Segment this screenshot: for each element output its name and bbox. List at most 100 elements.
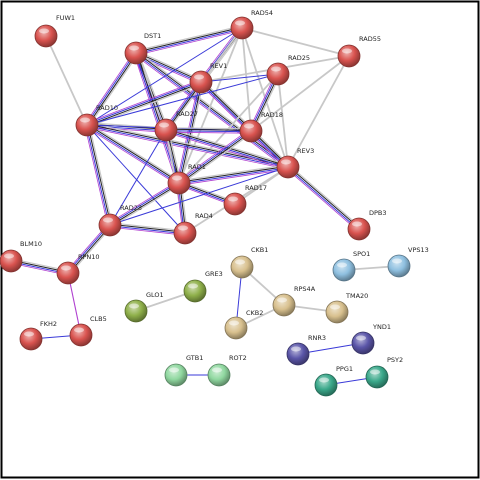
node-highlight xyxy=(24,331,34,337)
edge-rad55-rev3 xyxy=(287,55,350,168)
node-highlight xyxy=(194,74,204,80)
node-circle[interactable] xyxy=(207,363,231,387)
node-circle[interactable] xyxy=(189,70,213,94)
node-circle[interactable] xyxy=(0,249,23,273)
node-circle[interactable] xyxy=(223,192,247,216)
node-circle[interactable] xyxy=(239,119,263,143)
node-circle[interactable] xyxy=(276,155,300,179)
edge-rad1-rev3-strand-2 xyxy=(179,167,289,185)
node-ckb2[interactable]: CKB2 xyxy=(224,309,263,340)
edge-rad18-rad1-strand-1 xyxy=(179,131,252,185)
node-circle[interactable] xyxy=(167,171,191,195)
node-clb5[interactable]: CLB5 xyxy=(69,315,107,347)
node-circle[interactable] xyxy=(98,213,122,237)
node-highlight xyxy=(235,20,245,26)
node-label: YND1 xyxy=(372,323,391,331)
node-ppg1[interactable]: PPG1 xyxy=(314,365,353,397)
node-circle[interactable] xyxy=(34,24,58,48)
node-rad10[interactable]: RAD10 xyxy=(75,104,118,137)
node-circle[interactable] xyxy=(351,331,375,355)
node-rad18[interactable]: RAD18 xyxy=(239,111,283,143)
node-rad1[interactable]: RAD1 xyxy=(167,163,206,195)
node-rot2[interactable]: ROT2 xyxy=(207,354,247,387)
edge-rad27-rad18-strand-0 xyxy=(166,127,252,130)
node-circle[interactable] xyxy=(124,299,148,323)
node-rad25[interactable]: RAD25 xyxy=(266,54,310,86)
node-circle[interactable] xyxy=(337,44,361,68)
edge-dst1-rad10-strand-0 xyxy=(88,53,139,127)
node-rps4a[interactable]: RPS4A xyxy=(272,285,316,317)
node-rad17[interactable]: RAD17 xyxy=(223,184,267,216)
node-circle[interactable] xyxy=(266,62,290,86)
edge-rad10-rad23-strand-1 xyxy=(87,124,112,225)
node-rev3[interactable]: REV3 xyxy=(276,147,314,179)
node-glo1[interactable]: GLO1 xyxy=(124,291,164,323)
node-vps13[interactable]: VPS13 xyxy=(387,246,429,278)
node-rpn10[interactable]: RPN10 xyxy=(56,253,100,285)
node-gtb1[interactable]: GTB1 xyxy=(164,354,203,387)
node-circle[interactable] xyxy=(164,363,188,387)
node-tma20[interactable]: TMA20 xyxy=(325,292,368,324)
node-circle[interactable] xyxy=(332,258,356,282)
edge-rad10-rad23-strand-0 xyxy=(88,124,113,225)
edge-rad23-rad4-strand-1 xyxy=(110,223,186,233)
edge-rad54-rev1-strand-3 xyxy=(198,26,241,81)
edge-rad54-rad18 xyxy=(241,27,252,132)
node-label: RAD10 xyxy=(96,104,118,112)
node-psy2[interactable]: PSY2 xyxy=(365,356,403,389)
node-fuw1[interactable]: FUW1 xyxy=(34,14,75,48)
edge-rad55-rad18 xyxy=(250,55,350,132)
node-label: DST1 xyxy=(144,32,161,40)
edge-rad18-rad1-strand-2 xyxy=(178,129,251,183)
node-circle[interactable] xyxy=(230,16,254,40)
node-circle[interactable] xyxy=(230,255,254,279)
edge-rad23-rad4-strand-0 xyxy=(110,222,186,232)
node-label: CKB2 xyxy=(246,309,263,317)
edge-rev1-rad1-strand-0 xyxy=(180,82,204,184)
edge-dst1-rad54-strand-0 xyxy=(135,25,242,52)
edge-rad1-rev3-strand-0 xyxy=(178,164,288,182)
node-ynd1[interactable]: YND1 xyxy=(351,323,391,355)
edge-rev1-rad10-strand-3 xyxy=(86,79,201,124)
node-circle[interactable] xyxy=(173,221,197,245)
node-dst1[interactable]: DST1 xyxy=(124,32,161,65)
edge-dst1-rad54-strand-2 xyxy=(136,28,243,55)
edge-fuw1-rad10 xyxy=(45,35,88,126)
node-blm10[interactable]: BLM10 xyxy=(0,240,42,273)
node-spo1[interactable]: SPO1 xyxy=(332,250,370,282)
node-circle[interactable] xyxy=(224,316,248,340)
node-circle[interactable] xyxy=(325,300,349,324)
node-rad54[interactable]: RAD54 xyxy=(230,9,273,40)
node-circle[interactable] xyxy=(347,217,371,241)
node-circle[interactable] xyxy=(56,261,80,285)
edge-rad18-rad1-strand-0 xyxy=(179,132,253,186)
node-circle[interactable] xyxy=(387,254,411,278)
node-circle[interactable] xyxy=(75,113,99,137)
node-rnr3[interactable]: RNR3 xyxy=(286,334,326,366)
node-fkh2[interactable]: FKH2 xyxy=(19,320,57,351)
node-ckb1[interactable]: CKB1 xyxy=(230,246,268,279)
node-rev1[interactable]: REV1 xyxy=(189,62,227,94)
edge-rad23-rad4-strand-3 xyxy=(109,226,185,236)
node-circle[interactable] xyxy=(69,323,93,347)
edge-dst1-rad27-strand-3 xyxy=(133,53,165,131)
node-circle[interactable] xyxy=(272,293,296,317)
node-circle[interactable] xyxy=(286,342,310,366)
node-rad23[interactable]: RAD23 xyxy=(98,204,142,237)
edge-rev3-dpb3-strand-2 xyxy=(287,167,359,230)
node-rad27[interactable]: RAD27 xyxy=(154,110,198,142)
node-circle[interactable] xyxy=(365,365,389,389)
node-gre3[interactable]: GRE3 xyxy=(183,270,223,303)
node-rad55[interactable]: RAD55 xyxy=(337,35,381,68)
node-circle[interactable] xyxy=(19,327,43,351)
node-highlight xyxy=(235,259,245,265)
node-dpb3[interactable]: DPB3 xyxy=(347,209,387,241)
node-circle[interactable] xyxy=(124,41,148,65)
node-circle[interactable] xyxy=(314,373,338,397)
node-circle[interactable] xyxy=(154,118,178,142)
edge-rad27-rev3-strand-3 xyxy=(165,131,288,170)
node-label: GLO1 xyxy=(146,291,164,299)
node-rad4[interactable]: RAD4 xyxy=(173,212,213,245)
node-circle[interactable] xyxy=(183,279,207,303)
